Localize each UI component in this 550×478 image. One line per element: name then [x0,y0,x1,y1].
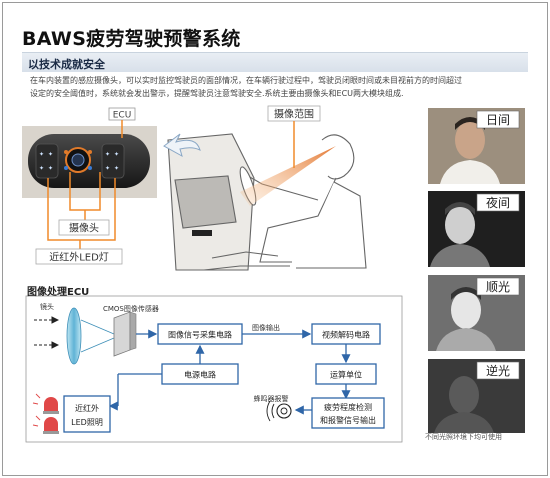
callout-brackets [47,172,116,250]
description: 在车内装置的感应摄像头，可以实时监控驾驶员的面部情况，在车辆行驶过程中，驾驶员闭… [30,74,525,100]
ir-led-box-label-1: 近红外 [75,403,99,413]
svg-text:✦: ✦ [48,151,53,158]
cmos-sensor-icon [113,311,131,357]
photo-panel-4: 逆光 [428,359,525,433]
video-decode-label: 视频解码电路 [322,330,370,340]
ir-led-box-label-2: LED照明 [71,418,103,427]
ir-led-label-box [35,248,123,265]
compute-unit-label: 运算单位 [330,370,362,380]
photo-panel-1: 日间 [428,108,525,184]
page-title: BAWS疲劳驾驶预警系统 [22,28,241,50]
fatigue-output-label-1: 疲劳程度检测 [324,402,372,412]
subtitle-bar: 以技术成就安全 [22,52,528,72]
compute-unit-box [315,363,377,385]
fatigue-output-label-2: 和报警信号输出 [320,415,376,425]
camera-lens [71,153,85,167]
incoming-light-rays [34,316,60,349]
focused-rays [80,319,115,353]
driver-sketch [167,133,367,271]
buzzer-label: 蜂鸣器报警 [254,394,289,403]
led-icons [32,393,59,434]
direction-arrow-icon [163,133,201,158]
ir-led-panel-right [101,143,125,179]
capture-circuit-box [157,323,243,345]
cmos-label: CMOS图像传感器 [103,304,159,313]
svg-text:✦: ✦ [114,165,119,172]
photo-label-3: 顺光 [486,280,510,294]
svg-text:✦: ✦ [39,151,44,158]
fatigue-output-box [311,397,385,429]
svg-text:✦: ✦ [105,151,110,158]
photo-panel-2: 夜间 [428,191,525,267]
subtitle: 以技术成就安全 [28,58,105,71]
camera-range-beam [240,146,336,206]
buzzer-icon [266,400,292,422]
svg-text:✦: ✦ [48,165,53,172]
description-line-1: 在车内装置的感应摄像头，可以实时监控驾驶员的面部情况，在车辆行驶过程中，驾驶员闭… [30,76,462,85]
svg-text:✦: ✦ [39,165,44,172]
camera-label: 摄像头 [69,222,99,235]
video-decode-box [311,323,381,345]
power-circuit-box [161,363,239,385]
ir-led-panel-left [35,143,59,179]
camera-range-label: 摄像范围 [274,108,314,121]
photo-label-4: 逆光 [486,363,510,378]
photo-panel-3: 顺光 [428,275,525,351]
camera-device: ✦ ✦ ✦ ✦ ✦ ✦ ✦ ✦ [22,126,157,198]
photo-label-2: 夜间 [486,195,510,210]
image-output-label: 图像输出 [252,323,280,332]
ecu-diagram-heading: 图像处理ECU [27,287,90,298]
capture-circuit-label: 图像信号采集电路 [168,330,232,340]
ir-led-label: 近红外LED灯 [49,251,109,264]
footnote: 不同光照环境下均可使用 [425,433,502,441]
power-circuit-label: 电源电路 [184,370,216,380]
photo-label-1: 日间 [486,113,510,127]
ecu-label: ECU [113,111,132,121]
camera-label-box [58,219,110,236]
svg-text:✦: ✦ [105,165,110,172]
description-line-2: 设定的安全阈值时，系统就会发出警示，提醒驾驶员注意驾驶安全.系统主要由摄像头和E… [30,89,404,98]
svg-text:✦: ✦ [114,151,119,158]
lens-icon [66,307,82,365]
flow-arrows [108,329,351,415]
ir-led-box [63,395,111,433]
lens-label: 镜头 [40,302,54,311]
